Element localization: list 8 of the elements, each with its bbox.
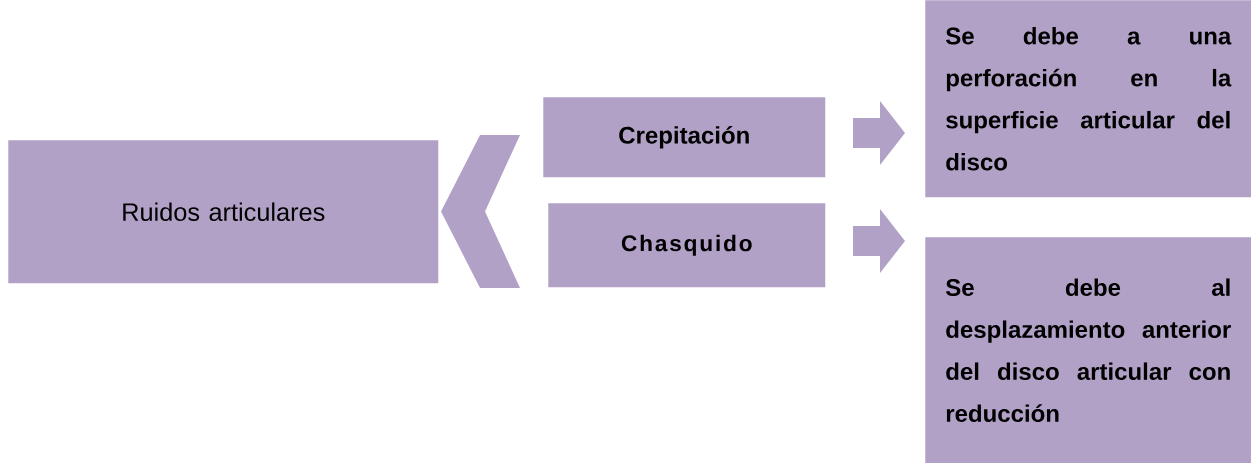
description-box: Se debe al desplazamiento anterior del disco articular con reducción bbox=[925, 237, 1251, 463]
chevron-arrow bbox=[441, 135, 520, 288]
block-arrow bbox=[853, 209, 905, 273]
block-arrow bbox=[853, 101, 905, 165]
process-box: Chasquido bbox=[548, 203, 826, 288]
process-box: Ruidos articulares bbox=[8, 140, 439, 284]
process-box: Crepitación bbox=[543, 97, 826, 178]
description-box: Se debe a una perforación en la superficie articular del disco bbox=[925, 0, 1251, 198]
